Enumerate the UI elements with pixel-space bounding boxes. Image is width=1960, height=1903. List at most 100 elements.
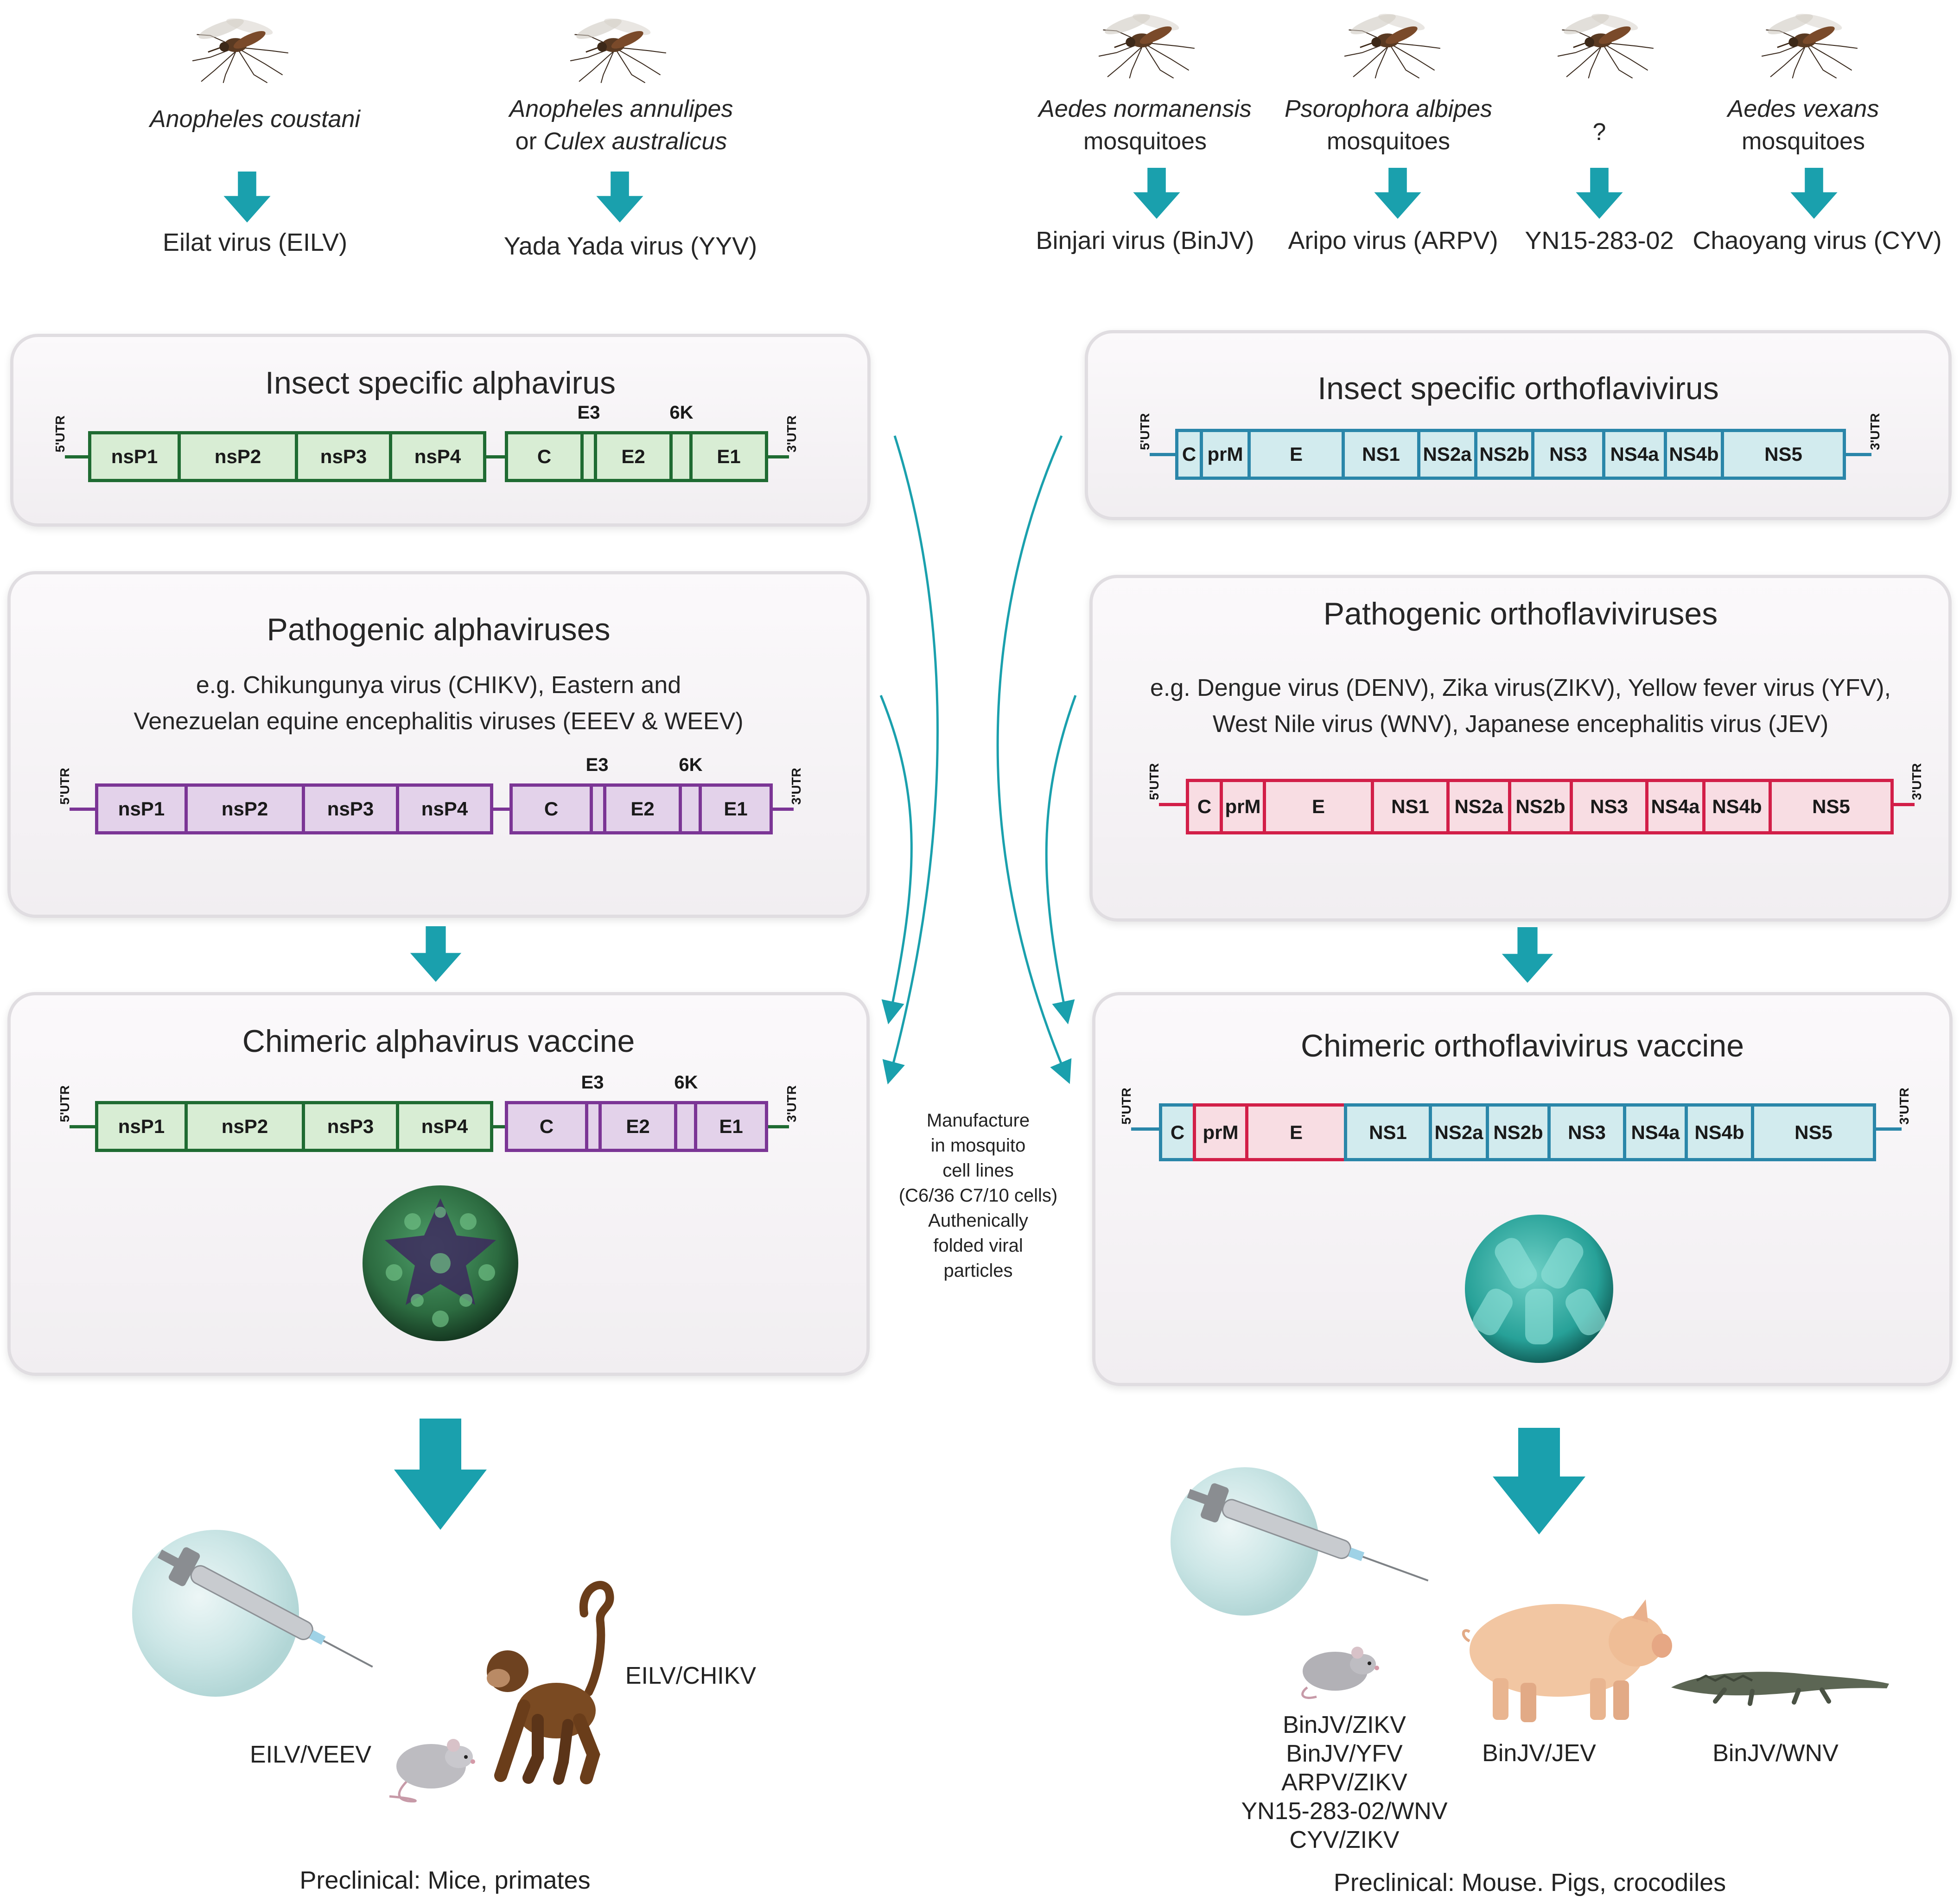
segment: nsP1 bbox=[95, 1101, 188, 1152]
syringe-icon bbox=[132, 1530, 373, 1697]
utr3-label: 3'UTR bbox=[784, 415, 799, 452]
flavi-mouse-vaccine-list: BinJV/ZIKV BinJV/YFV ARPV/ZIKV YN15-283-… bbox=[1241, 1712, 1448, 1853]
croc-vaccine-label: BinJV/WNV bbox=[1712, 1740, 1839, 1767]
segment: NS3 bbox=[1531, 429, 1605, 480]
panel-pathogenic-alphavirus: Pathogenic alphaviruses e.g. Chikungunya… bbox=[7, 571, 870, 918]
segment: E2 bbox=[603, 783, 682, 834]
6k-label: 6K bbox=[674, 1072, 698, 1093]
segment: nsP3 bbox=[302, 1101, 399, 1152]
panel-title: Insect specific orthoflavivirus bbox=[1317, 371, 1719, 406]
large-arrow-down-icon bbox=[1493, 1428, 1585, 1534]
segment: C bbox=[505, 431, 584, 482]
virus-name: YN15-283-02 bbox=[1525, 227, 1674, 255]
segment: NS5 bbox=[1769, 779, 1894, 834]
segment: C bbox=[1175, 429, 1203, 480]
segment: NS2a bbox=[1417, 429, 1477, 480]
mosquito-icon bbox=[1335, 5, 1442, 79]
panel-title: Insect specific alphavirus bbox=[265, 365, 616, 401]
curved-arrows bbox=[879, 435, 1077, 1085]
alphavirus-particle-icon bbox=[363, 1185, 518, 1341]
e3-label: E3 bbox=[581, 1072, 604, 1093]
mosquito-icon bbox=[561, 9, 668, 83]
pathogenic-examples: e.g. Dengue virus (DENV), Zika virus(ZIK… bbox=[1150, 675, 1891, 738]
panel-title: Chimeric orthoflavivirus vaccine bbox=[1300, 1028, 1744, 1063]
arrow-down-icon bbox=[1574, 168, 1625, 219]
arrow-down-icon bbox=[1788, 168, 1839, 219]
e3-label: E3 bbox=[585, 755, 609, 775]
virus-name: Aripo virus (ARPV) bbox=[1288, 227, 1498, 255]
segment: NS3 bbox=[1570, 779, 1648, 834]
e3-label: E3 bbox=[577, 402, 600, 423]
segment: nsP4 bbox=[396, 1101, 493, 1152]
arrow-down-icon bbox=[1131, 168, 1182, 219]
segment: E bbox=[1247, 429, 1345, 480]
panel-insect-flavivirus: Insect specific orthoflavivirus bbox=[1085, 330, 1952, 520]
segment: NS4a bbox=[1645, 779, 1705, 834]
segment: nsP2 bbox=[185, 783, 305, 834]
segment: prM bbox=[1220, 779, 1266, 834]
segment: E1 bbox=[689, 431, 768, 482]
panel-title: Pathogenic orthoflaviviruses bbox=[1323, 596, 1718, 631]
segment: prM bbox=[1200, 429, 1251, 480]
segment: NS5 bbox=[1721, 429, 1846, 480]
segment: NS4a bbox=[1623, 1103, 1688, 1161]
segment: NS4b bbox=[1685, 1103, 1754, 1161]
segment: NS2a bbox=[1446, 779, 1511, 834]
segment: NS2b bbox=[1486, 1103, 1551, 1161]
segment: C bbox=[1159, 1103, 1196, 1161]
segment: NS1 bbox=[1344, 1103, 1432, 1161]
manufacture-text: Manufacture in mosquito cell lines (C6/3… bbox=[898, 1110, 1058, 1281]
segment: NS1 bbox=[1342, 429, 1420, 480]
segment: nsP2 bbox=[178, 431, 298, 482]
segment: E1 bbox=[694, 1101, 768, 1152]
segment: nsP3 bbox=[295, 431, 392, 482]
pathogenic-examples: e.g. Chikungunya virus (CHIKV), Eastern … bbox=[134, 672, 744, 735]
utr5-label: 5'UTR bbox=[1146, 763, 1161, 800]
segment: nsP1 bbox=[88, 431, 181, 482]
segment: NS2b bbox=[1474, 429, 1534, 480]
mosquito-icon bbox=[1548, 5, 1655, 79]
panel-insect-alphavirus: Insect specific alphavirus bbox=[10, 334, 871, 527]
segment: E1 bbox=[699, 783, 773, 834]
segment: C bbox=[505, 1101, 588, 1152]
segment: NS2a bbox=[1429, 1103, 1489, 1161]
alpha-preclinical-label: Preclinical: Mice, primates bbox=[299, 1866, 591, 1894]
mosquito-species: Anopheles coustani bbox=[150, 106, 360, 133]
6k-label: 6K bbox=[679, 755, 703, 775]
eilv-veev-label: EILV/VEEV bbox=[249, 1741, 372, 1768]
segment: nsP2 bbox=[185, 1101, 305, 1152]
utr3-label: 3'UTR bbox=[1867, 413, 1882, 450]
segment: C bbox=[509, 783, 593, 834]
crocodile-icon bbox=[1671, 1672, 1889, 1706]
mosquito-icon bbox=[1089, 5, 1196, 79]
utr3-label: 3'UTR bbox=[789, 768, 803, 805]
segment: E2 bbox=[594, 431, 673, 482]
6k-label: 6K bbox=[669, 402, 694, 423]
arrow-down-icon bbox=[222, 172, 273, 223]
virus-name: Yada Yada virus (YYV) bbox=[503, 232, 757, 260]
utr5-label: 5'UTR bbox=[1119, 1088, 1133, 1125]
utr3-label: 3'UTR bbox=[1896, 1088, 1911, 1125]
syringe-icon bbox=[1171, 1467, 1429, 1616]
segment: nsP4 bbox=[389, 431, 486, 482]
utr3-label: 3'UTR bbox=[1909, 763, 1924, 800]
arrow-down-icon bbox=[594, 172, 645, 223]
mosquito-species: ? bbox=[1592, 119, 1606, 146]
segment: nsP1 bbox=[95, 783, 188, 834]
segment: E2 bbox=[598, 1101, 677, 1152]
utr5-label: 5'UTR bbox=[57, 768, 72, 805]
utr5-label: 5'UTR bbox=[1137, 413, 1152, 450]
segment: NS4b bbox=[1702, 779, 1772, 834]
mouse-icon bbox=[389, 1739, 475, 1803]
arrow-down-icon bbox=[1500, 927, 1555, 983]
segment: NS4b bbox=[1664, 429, 1724, 480]
panel-title: Chimeric alphavirus vaccine bbox=[242, 1024, 635, 1059]
virus-name: Chaoyang virus (CYV) bbox=[1693, 227, 1942, 255]
segment: nsP4 bbox=[396, 783, 493, 834]
utr5-label: 5'UTR bbox=[57, 1085, 72, 1122]
mouse-icon bbox=[1301, 1647, 1379, 1699]
